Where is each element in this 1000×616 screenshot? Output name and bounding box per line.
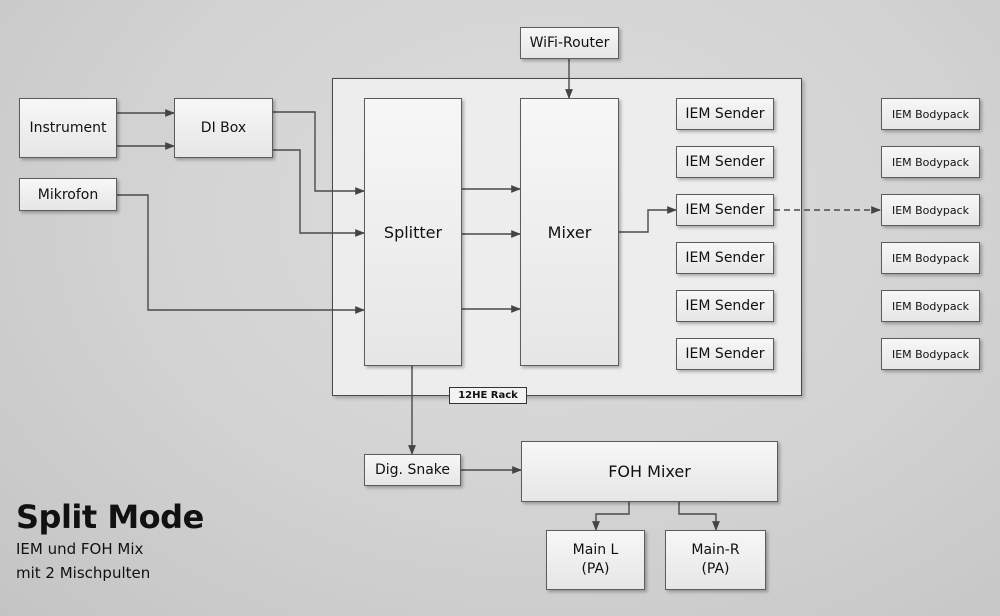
dig-snake-box: Dig. Snake bbox=[364, 454, 461, 486]
wire-di-splitter-1 bbox=[273, 111, 365, 195]
foh-mixer-box: FOH Mixer bbox=[521, 441, 778, 502]
iem-bodypack-5: IEM Bodypack bbox=[881, 290, 980, 322]
iem-sender-1: IEM Sender bbox=[676, 98, 774, 130]
iem-sender-5: IEM Sender bbox=[676, 290, 774, 322]
di-box: DI Box bbox=[174, 98, 273, 158]
iem-sender-2: IEM Sender bbox=[676, 146, 774, 178]
iem-sender-3: IEM Sender bbox=[676, 194, 774, 226]
iem-sender-6: IEM Sender bbox=[676, 338, 774, 370]
instrument-box: Instrument bbox=[19, 98, 117, 158]
main-l-sub: (PA) bbox=[581, 561, 610, 577]
splitter-box: Splitter bbox=[364, 98, 462, 366]
iem-bodypack-4: IEM Bodypack bbox=[881, 242, 980, 274]
title-block: Split Mode IEM und FOH Mix mit 2 Mischpu… bbox=[16, 498, 204, 584]
wire-mixer-iem bbox=[619, 206, 677, 233]
page-title: Split Mode bbox=[16, 498, 204, 536]
main-r-label: Main-R bbox=[691, 542, 740, 558]
main-r-sub: (PA) bbox=[701, 561, 730, 577]
rack-label: 12HE Rack bbox=[449, 387, 527, 404]
main-r-box: Main-R (PA) bbox=[665, 530, 766, 590]
wire-foh-mainr bbox=[678, 502, 720, 531]
iem-bodypack-1: IEM Bodypack bbox=[881, 98, 980, 130]
wire-mikrofon-splitter bbox=[117, 194, 365, 314]
iem-bodypack-6: IEM Bodypack bbox=[881, 338, 980, 370]
wire-di-splitter-2 bbox=[273, 149, 365, 237]
wifi-router-box: WiFi-Router bbox=[520, 27, 619, 59]
mixer-box: Mixer bbox=[520, 98, 619, 366]
iem-sender-4: IEM Sender bbox=[676, 242, 774, 274]
iem-bodypack-3: IEM Bodypack bbox=[881, 194, 980, 226]
subtitle-line-2: mit 2 Mischpulten bbox=[16, 564, 151, 582]
mikrofon-box: Mikrofon bbox=[19, 178, 117, 211]
iem-bodypack-2: IEM Bodypack bbox=[881, 146, 980, 178]
wire-foh-mainl bbox=[592, 502, 630, 531]
main-l-box: Main L (PA) bbox=[546, 530, 645, 590]
subtitle-line-1: IEM und FOH Mix bbox=[16, 540, 144, 558]
main-l-label: Main L bbox=[572, 542, 619, 558]
